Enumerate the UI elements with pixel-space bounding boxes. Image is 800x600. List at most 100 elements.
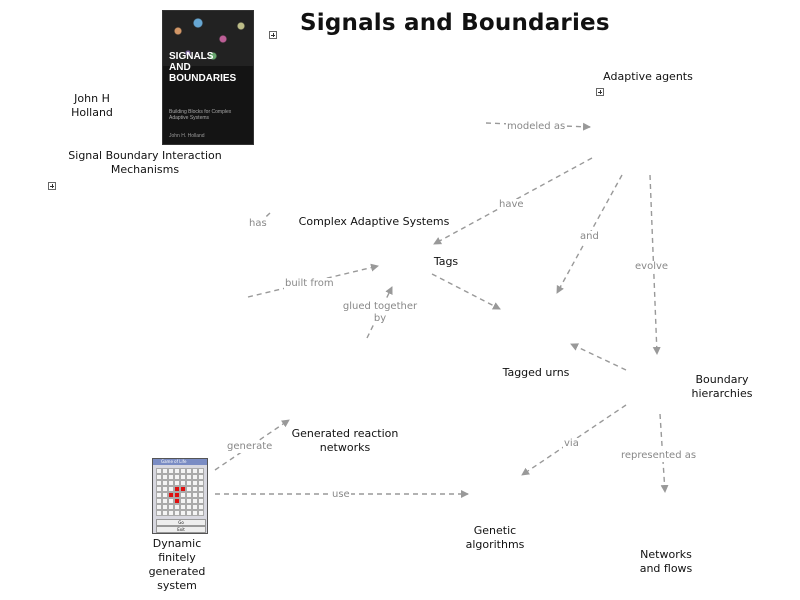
node-networks-and-flows[interactable]: Networks and flows <box>639 548 693 575</box>
game-cell <box>174 510 180 516</box>
game-cell <box>174 498 180 504</box>
game-cell <box>192 492 198 498</box>
game-cell <box>192 510 198 516</box>
game-grid <box>156 468 204 516</box>
game-cell <box>174 474 180 480</box>
node-tags[interactable]: Tags <box>433 255 459 268</box>
game-cell <box>156 468 162 474</box>
node-generated-reaction-networks[interactable]: Generated reaction networks <box>291 427 399 454</box>
node-signal-boundary-mechanisms[interactable]: Signal Boundary Interaction Mechanisms <box>68 149 222 176</box>
game-cell <box>156 492 162 498</box>
link-label-use: use <box>331 489 351 501</box>
game-cell <box>162 510 168 516</box>
node-genetic-algorithms[interactable]: Genetic algorithms <box>465 524 525 551</box>
game-cell <box>162 474 168 480</box>
game-cell <box>162 468 168 474</box>
game-cell <box>168 492 174 498</box>
link-label-represented-as: represented as <box>620 450 698 462</box>
game-cell <box>168 468 174 474</box>
game-cell <box>198 468 204 474</box>
game-cell <box>192 468 198 474</box>
cover-lights-decoration <box>163 11 253 66</box>
game-cell <box>156 504 162 510</box>
node-adaptive-agents[interactable]: Adaptive agents <box>603 70 693 83</box>
game-cell <box>162 492 168 498</box>
book-cover-image[interactable]: SIGNALS AND BOUNDARIES Building Blocks f… <box>162 10 254 145</box>
game-cell <box>168 504 174 510</box>
game-cell <box>168 498 174 504</box>
game-cell <box>168 486 174 492</box>
game-cell <box>174 480 180 486</box>
game-cell <box>162 498 168 504</box>
game-cell <box>156 498 162 504</box>
game-cell <box>162 480 168 486</box>
link-label-have: have <box>498 199 525 211</box>
game-cell <box>180 510 186 516</box>
game-cell <box>174 486 180 492</box>
edge-tags-to-urns <box>431 273 501 310</box>
game-cell <box>168 480 174 486</box>
game-cell <box>168 510 174 516</box>
link-label-glued-together-by: glued together by <box>337 301 423 325</box>
node-author[interactable]: John H Holland <box>71 92 113 119</box>
game-exit-button[interactable]: Exit <box>156 526 206 533</box>
edge-evolve <box>649 174 661 355</box>
game-cell <box>186 492 192 498</box>
node-tagged-urns[interactable]: Tagged urns <box>502 366 570 379</box>
game-cell <box>180 504 186 510</box>
game-cell <box>156 486 162 492</box>
game-cell <box>162 504 168 510</box>
game-of-life-window-image[interactable]: Game of Life Go Exit <box>152 458 208 534</box>
game-cell <box>180 492 186 498</box>
node-dynamic-finitely-generated-system[interactable]: Dynamic finitely generated system <box>148 537 206 592</box>
game-cell <box>186 480 192 486</box>
game-cell <box>192 498 198 504</box>
game-cell <box>198 480 204 486</box>
book-cover-subtitle: Building Blocks for Complex Adaptive Sys… <box>169 109 232 121</box>
book-cover-title: SIGNALS AND BOUNDARIES <box>169 51 237 84</box>
expand-mechanisms-icon[interactable] <box>48 182 56 190</box>
game-cell <box>186 486 192 492</box>
link-label-generate: generate <box>226 441 274 453</box>
game-cell <box>186 504 192 510</box>
game-cell <box>198 474 204 480</box>
edge-hierarchies-to-urns <box>570 343 627 371</box>
game-cell <box>174 468 180 474</box>
link-label-via: via <box>563 438 580 450</box>
game-cell <box>192 504 198 510</box>
game-cell <box>174 504 180 510</box>
link-label-evolve: evolve <box>634 261 670 273</box>
link-label-built-from: built from <box>284 278 335 290</box>
game-cell <box>156 510 162 516</box>
game-cell <box>180 486 186 492</box>
game-cell <box>186 498 192 504</box>
game-cell <box>198 486 204 492</box>
game-cell <box>180 498 186 504</box>
game-cell <box>192 474 198 480</box>
link-label-and: and <box>579 231 600 243</box>
game-cell <box>198 504 204 510</box>
game-cell <box>156 474 162 480</box>
game-cell <box>180 474 186 480</box>
game-cell <box>186 474 192 480</box>
link-label-has: has <box>248 218 268 230</box>
link-label-modeled-as: modeled as <box>506 121 567 133</box>
game-cell <box>156 480 162 486</box>
expand-book-icon[interactable] <box>269 31 277 39</box>
game-cell <box>192 480 198 486</box>
game-cell <box>198 492 204 498</box>
game-cell <box>180 468 186 474</box>
game-cell <box>186 468 192 474</box>
game-cell <box>198 510 204 516</box>
book-cover-author: John H. Holland <box>169 133 205 139</box>
game-cell <box>162 486 168 492</box>
edge-via <box>521 404 627 476</box>
game-cell <box>174 492 180 498</box>
node-boundary-hierarchies[interactable]: Boundary hierarchies <box>691 373 753 400</box>
game-cell <box>168 474 174 480</box>
node-complex-adaptive-systems[interactable]: Complex Adaptive Systems <box>298 215 450 228</box>
expand-adaptive-agents-icon[interactable] <box>596 88 604 96</box>
game-go-button[interactable]: Go <box>156 519 206 526</box>
